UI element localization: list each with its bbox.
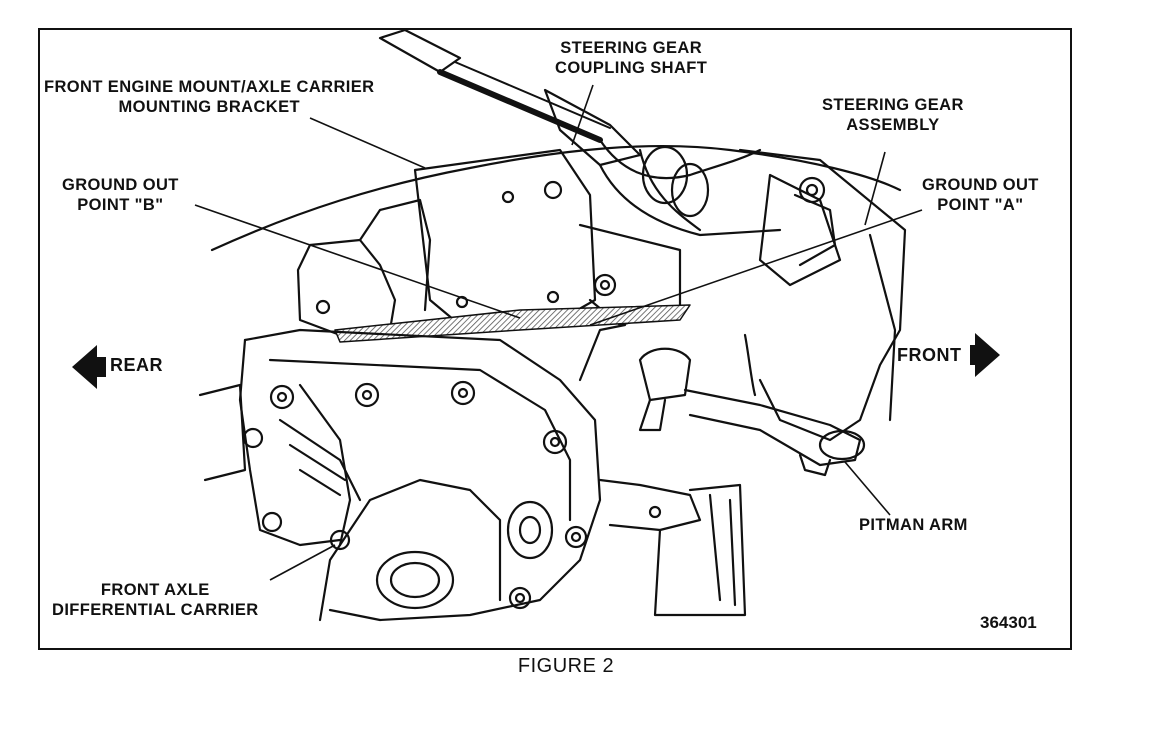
leader-lines <box>194 84 923 581</box>
label-coupling-shaft: STEERING GEAR COUPLING SHAFT <box>555 39 708 77</box>
crossmember <box>578 323 747 617</box>
figure-caption: FIGURE 2 <box>517 655 615 677</box>
figure-number: 364301 <box>980 613 1037 632</box>
ground-contact-area <box>334 304 691 343</box>
frame-bracket-left <box>296 198 432 337</box>
label-gear-assembly: STEERING GEAR ASSEMBLY <box>822 96 964 134</box>
label-front: FRONT <box>897 345 962 365</box>
label-ground-point-a: GROUND OUT POINT "A" <box>922 176 1039 214</box>
label-mount-bracket: FRONT ENGINE MOUNT/AXLE CARRIER MOUNTING… <box>44 78 375 116</box>
arrow-right-icon <box>970 333 1000 377</box>
fender-curve <box>210 144 902 252</box>
differential-carrier <box>198 328 602 622</box>
steering-gear-assembly <box>738 148 907 442</box>
label-ground-point-b: GROUND OUT POINT "B" <box>62 176 179 214</box>
steering-coupling-shaft <box>378 28 782 237</box>
mount-bracket <box>413 148 682 327</box>
pitman-arm <box>638 333 866 477</box>
arrow-left-icon <box>72 345 106 389</box>
label-pitman-arm: PITMAN ARM <box>859 516 968 534</box>
figure-frame <box>38 28 1072 650</box>
label-rear: REAR <box>110 355 164 375</box>
label-differential-carrier: FRONT AXLE DIFFERENTIAL CARRIER <box>52 581 259 619</box>
